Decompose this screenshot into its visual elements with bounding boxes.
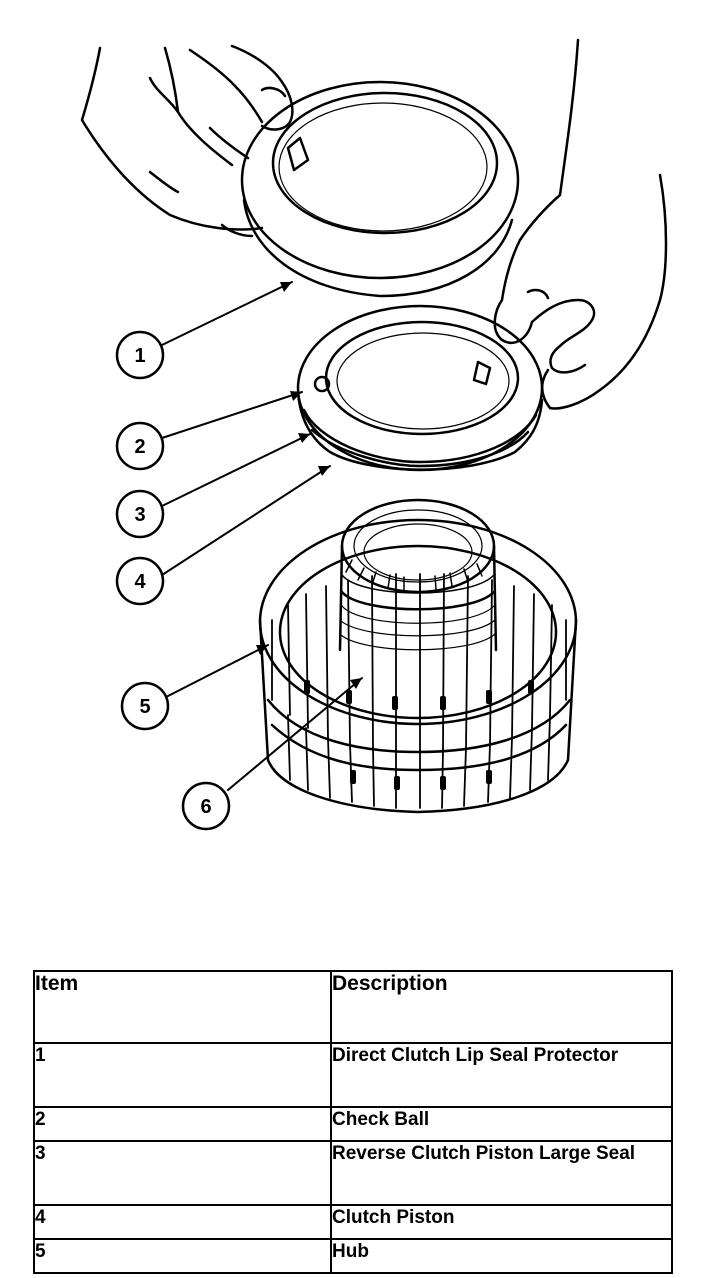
- exploded-view-illustration: 1 2 3 4 5 6: [80, 38, 668, 831]
- leader-lines: [161, 281, 363, 791]
- table-row: 3 Reverse Clutch Piston Large Seal: [33, 1140, 673, 1206]
- svg-text:2: 2: [134, 436, 145, 458]
- callout-5: 5: [120, 681, 170, 731]
- clutch-hub-part: [258, 498, 578, 814]
- parts-table: Item Description 1 Direct Clutch Lip Sea…: [33, 970, 673, 1274]
- description-cell: Check Ball: [330, 1106, 673, 1142]
- callout-6: 6: [181, 781, 231, 831]
- description-cell: Hub: [330, 1238, 673, 1274]
- item-number-cell: 2: [33, 1106, 332, 1142]
- description-cell: Clutch Piston: [330, 1204, 673, 1240]
- svg-text:3: 3: [134, 504, 145, 526]
- callout-4: 4: [115, 556, 165, 606]
- callout-3: 3: [115, 489, 165, 539]
- svg-text:6: 6: [200, 796, 211, 818]
- table-header-row: Item Description: [33, 970, 673, 1044]
- svg-text:5: 5: [139, 696, 150, 718]
- description-cell: Direct Clutch Lip Seal Protector: [330, 1042, 673, 1108]
- description-column-header: Description: [330, 970, 673, 1044]
- table-row: 1 Direct Clutch Lip Seal Protector: [33, 1042, 673, 1108]
- item-number-cell: 1: [33, 1042, 332, 1108]
- table-row: 2 Check Ball: [33, 1106, 673, 1142]
- svg-text:1: 1: [134, 345, 145, 367]
- lip-seal-protector-part: [240, 80, 520, 298]
- callout-2: 2: [115, 421, 165, 471]
- left-hand: [80, 44, 294, 238]
- svg-text:4: 4: [134, 571, 146, 593]
- item-number-cell: 3: [33, 1140, 332, 1206]
- callout-1: 1: [115, 330, 165, 380]
- table-row: 4 Clutch Piston: [33, 1204, 673, 1240]
- item-number-cell: 5: [33, 1238, 332, 1274]
- right-hand: [493, 38, 668, 410]
- item-number-cell: 4: [33, 1204, 332, 1240]
- description-cell: Reverse Clutch Piston Large Seal: [330, 1140, 673, 1206]
- clutch-piston-part: [296, 304, 544, 472]
- table-row: 5 Hub: [33, 1238, 673, 1274]
- item-column-header: Item: [33, 970, 332, 1044]
